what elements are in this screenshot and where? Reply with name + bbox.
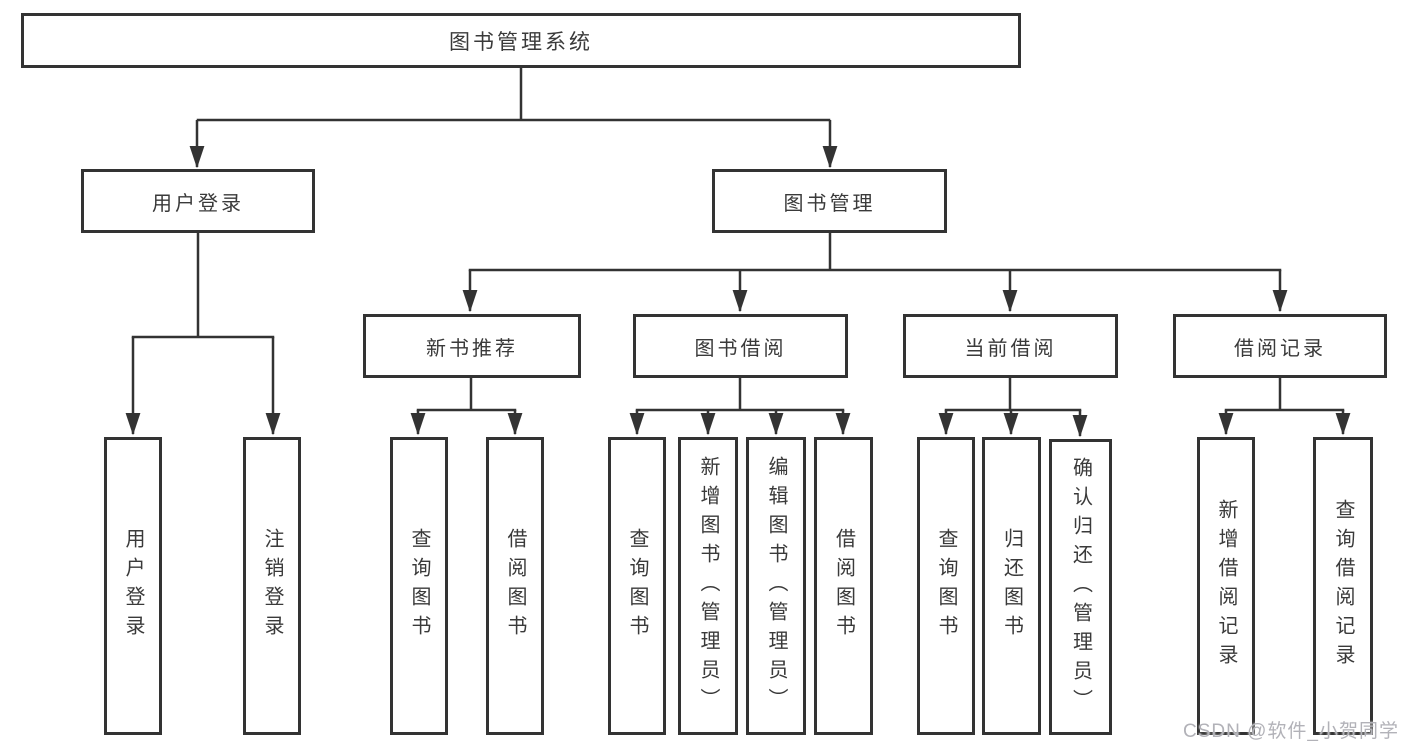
leaf-add-borrow-record-label: 新增借阅记录 <box>1215 499 1237 673</box>
node-borrowing-records: 借阅记录 <box>1173 314 1387 378</box>
leaf-query-books-3: 查询图书 <box>917 437 975 735</box>
leaf-add-books-admin: 新增图书（管理员） <box>678 437 738 735</box>
leaf-borrow-books-1: 借阅图书 <box>486 437 544 735</box>
leaf-user-login-label: 用户登录 <box>122 528 144 644</box>
node-new-book-recommend-label: 新书推荐 <box>426 337 518 360</box>
node-book-borrowing-label: 图书借阅 <box>694 337 787 360</box>
leaf-edit-books-admin: 编辑图书（管理员） <box>746 437 806 735</box>
leaf-edit-books-admin-label: 编辑图书（管理员） <box>765 455 787 717</box>
leaf-add-borrow-record: 新增借阅记录 <box>1197 437 1255 735</box>
leaf-borrow-books-2-label: 借阅图书 <box>832 528 855 644</box>
node-root-system: 图书管理系统 <box>21 13 1021 68</box>
csdn-watermark: CSDN @软件_小贺同学 <box>1183 721 1399 742</box>
leaf-return-books-label: 归还图书 <box>1000 528 1023 644</box>
leaf-query-books-2-label: 查询图书 <box>626 528 648 644</box>
leaf-query-books-1: 查询图书 <box>390 437 448 735</box>
leaf-query-borrow-record: 查询借阅记录 <box>1313 437 1373 735</box>
leaf-query-borrow-record-label: 查询借阅记录 <box>1332 499 1354 673</box>
leaf-confirm-return-admin: 确认归还（管理员） <box>1049 439 1112 735</box>
leaf-query-books-3-label: 查询图书 <box>935 528 957 644</box>
node-user-login-label: 用户登录 <box>152 192 244 215</box>
node-new-book-recommend: 新书推荐 <box>363 314 581 378</box>
leaf-confirm-return-admin-label: 确认归还（管理员） <box>1069 456 1092 718</box>
leaf-borrow-books-1-label: 借阅图书 <box>504 528 526 644</box>
leaf-return-books: 归还图书 <box>982 437 1041 735</box>
leaf-borrow-books-2: 借阅图书 <box>814 437 873 735</box>
leaf-query-books-2: 查询图书 <box>608 437 666 735</box>
leaf-logout-label: 注销登录 <box>261 528 283 644</box>
node-current-borrowing: 当前借阅 <box>903 314 1118 378</box>
node-current-borrowing-label: 当前借阅 <box>964 337 1057 360</box>
node-root-label: 图书管理系统 <box>449 30 593 54</box>
leaf-add-books-admin-label: 新增图书（管理员） <box>697 455 719 717</box>
leaf-user-login: 用户登录 <box>104 437 162 735</box>
node-book-borrowing: 图书借阅 <box>633 314 848 378</box>
node-book-management-label: 图书管理 <box>783 192 876 215</box>
leaf-logout: 注销登录 <box>243 437 301 735</box>
node-borrowing-records-label: 借阅记录 <box>1234 337 1326 360</box>
leaf-query-books-1-label: 查询图书 <box>408 528 430 644</box>
node-user-login: 用户登录 <box>81 169 315 233</box>
node-book-management: 图书管理 <box>712 169 947 233</box>
